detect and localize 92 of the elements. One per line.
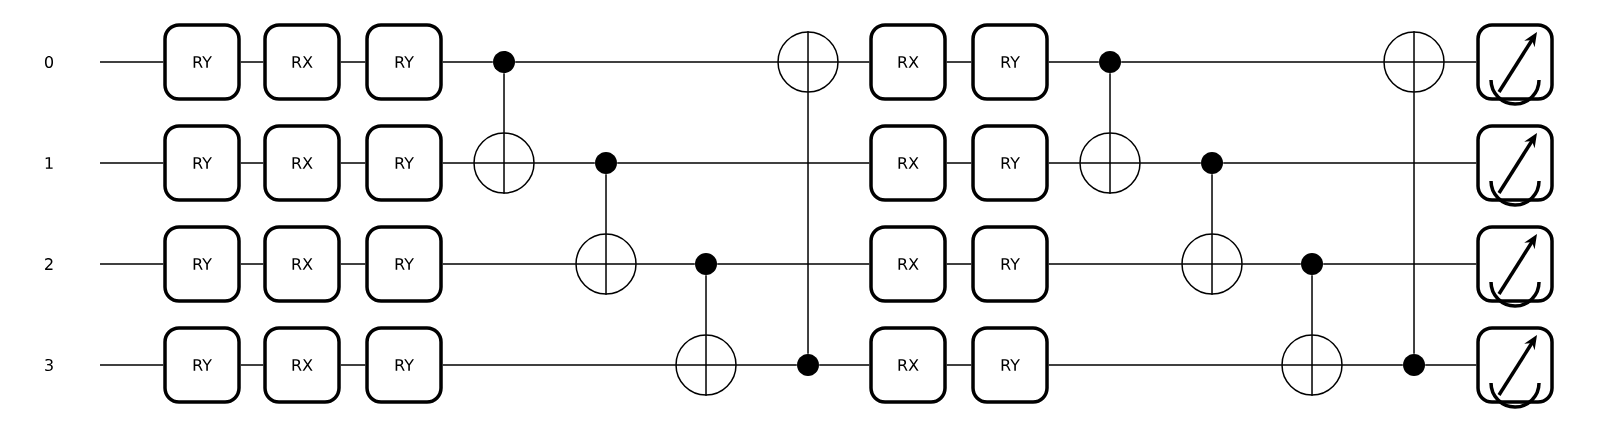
wire: [240, 364, 264, 366]
wire: [946, 263, 972, 265]
gate-box: RY: [163, 124, 241, 202]
wire: [1048, 263, 1182, 265]
wire: [240, 162, 264, 164]
gate-box: RX: [869, 225, 947, 303]
control-line: [503, 72, 505, 133]
target-circle: [674, 333, 738, 397]
wire: [99, 61, 164, 63]
gate-box: RY: [163, 326, 241, 404]
gate-box: RX: [869, 23, 947, 101]
measurement-box: [1476, 225, 1554, 308]
gate-box: RY: [365, 23, 443, 101]
wire: [1242, 263, 1302, 265]
wire: [1342, 364, 1404, 366]
wire: [99, 263, 164, 265]
target-circle: [1382, 30, 1446, 94]
wire-label: 2: [45, 258, 53, 270]
control-dot: [1301, 253, 1323, 275]
gate-box: RY: [971, 225, 1049, 303]
wire: [946, 364, 972, 366]
wire: [946, 61, 972, 63]
wire: [240, 263, 264, 265]
gate-box: RY: [365, 326, 443, 404]
gate-box: RY: [365, 225, 443, 303]
wire-label: 1: [45, 157, 53, 169]
measurement-box: [1476, 326, 1554, 409]
control-dot: [1099, 51, 1121, 73]
wire: [340, 364, 366, 366]
wire: [716, 263, 870, 265]
target-circle: [1180, 232, 1244, 296]
wire: [1048, 61, 1100, 63]
gate-box: RX: [263, 326, 341, 404]
wire: [1048, 364, 1282, 366]
measurement-box: [1476, 124, 1554, 207]
wire: [838, 61, 870, 63]
wire: [1222, 162, 1477, 164]
gate-box: RY: [971, 23, 1049, 101]
measurement-box: [1476, 23, 1554, 106]
wire: [99, 364, 164, 366]
target-circle: [574, 232, 638, 296]
wire: [1322, 263, 1477, 265]
wire: [1120, 61, 1384, 63]
control-line: [1211, 173, 1213, 234]
control-dot: [1403, 354, 1425, 376]
gate-box: RX: [263, 124, 341, 202]
gate-box: RX: [263, 23, 341, 101]
gate-box: RX: [869, 326, 947, 404]
wire: [340, 61, 366, 63]
wire: [442, 162, 474, 164]
target-circle: [472, 131, 536, 195]
control-line: [705, 274, 707, 335]
wire: [736, 364, 798, 366]
wire: [534, 162, 596, 164]
wire: [1444, 61, 1477, 63]
control-line: [807, 92, 809, 355]
control-dot: [797, 354, 819, 376]
wire: [442, 61, 494, 63]
gate-box: RY: [163, 225, 241, 303]
control-dot: [1201, 152, 1223, 174]
wire: [1048, 162, 1080, 164]
wire: [818, 364, 870, 366]
control-dot: [595, 152, 617, 174]
wire: [514, 61, 778, 63]
wire: [616, 162, 870, 164]
wire: [442, 364, 676, 366]
wire: [636, 263, 696, 265]
gate-box: RY: [163, 23, 241, 101]
target-circle: [1280, 333, 1344, 397]
gate-box: RY: [971, 326, 1049, 404]
control-line: [605, 173, 607, 234]
wire: [946, 162, 972, 164]
target-circle: [1078, 131, 1142, 195]
gate-box: RX: [869, 124, 947, 202]
gate-box: RX: [263, 225, 341, 303]
wire: [340, 162, 366, 164]
gate-box: RY: [971, 124, 1049, 202]
wire: [99, 162, 164, 164]
control-dot: [493, 51, 515, 73]
wire: [1424, 364, 1477, 366]
target-circle: [776, 30, 840, 94]
control-line: [1413, 92, 1415, 355]
wire: [240, 61, 264, 63]
wire: [340, 263, 366, 265]
wire-label: 3: [45, 358, 53, 372]
control-line: [1109, 72, 1111, 133]
gate-box: RY: [365, 124, 443, 202]
wire: [1140, 162, 1202, 164]
wire-label: 0: [44, 55, 54, 69]
control-line: [1311, 274, 1313, 335]
control-dot: [695, 253, 717, 275]
wire: [442, 263, 576, 265]
